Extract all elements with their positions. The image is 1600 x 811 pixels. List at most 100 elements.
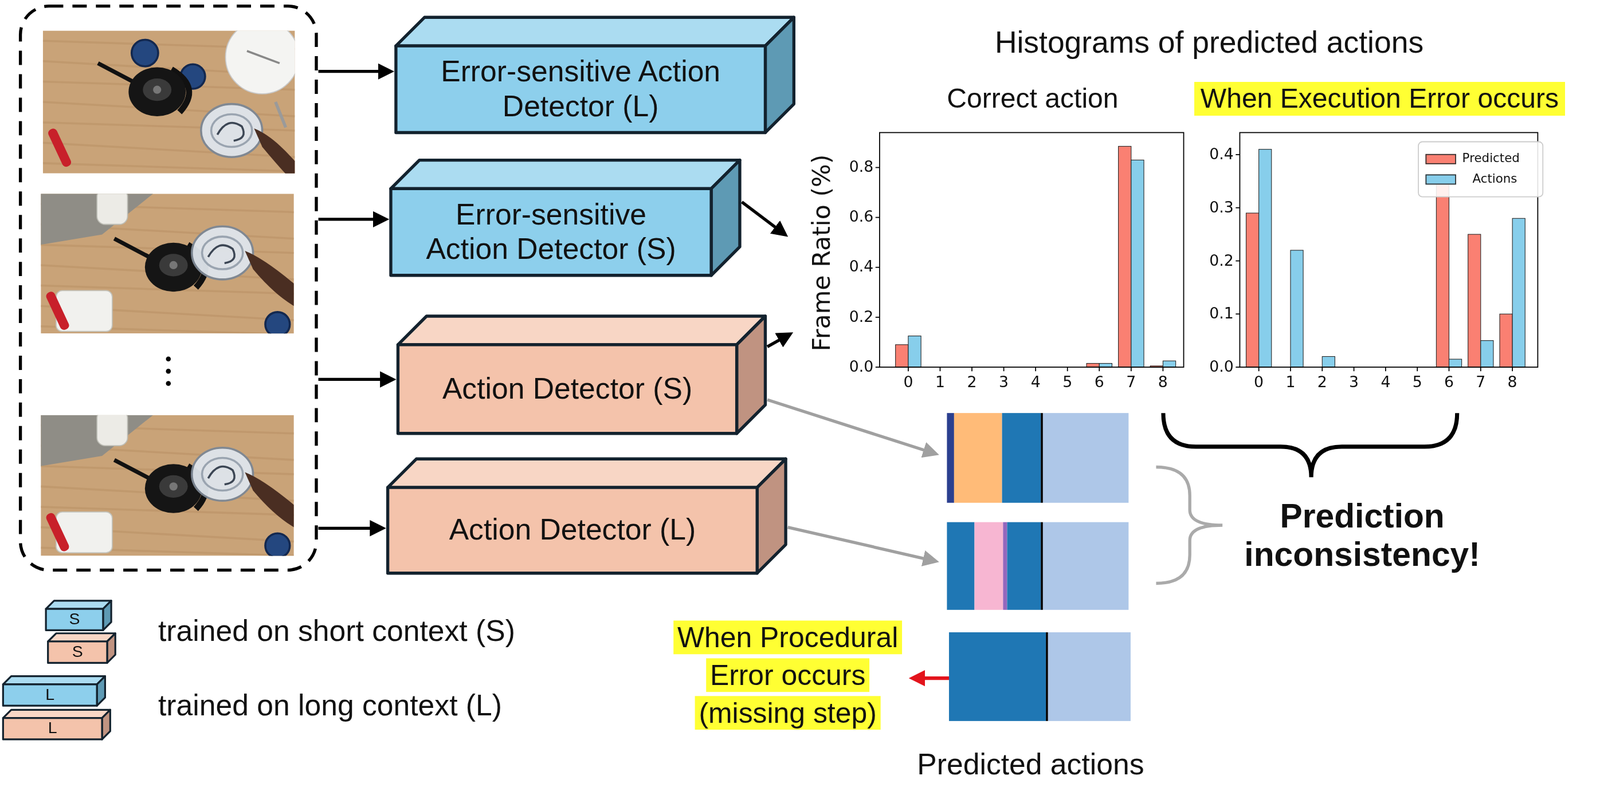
detector-box: Error-sensitive Action Detector (L) <box>395 17 794 133</box>
action-segment <box>974 522 1003 611</box>
box-label: Action Detector (L) <box>449 513 696 548</box>
detector-box: Action Detector (L) <box>387 459 786 574</box>
legend-swatch <box>1425 174 1457 185</box>
box-face: Error-sensitive Action Detector (S) <box>390 188 712 276</box>
box-face: Action Detector (L) <box>387 487 758 574</box>
action-segment <box>948 632 1046 722</box>
box-top-face <box>48 633 116 642</box>
tick-mark <box>1258 367 1260 372</box>
tick-mark <box>907 367 909 372</box>
chart-title: Histograms of predicted actions <box>994 25 1424 61</box>
tick-label: 6 <box>1094 373 1105 392</box>
tick-label: 0.4 <box>849 258 874 277</box>
tick-label: 5 <box>1412 373 1423 392</box>
boundary-line <box>1040 413 1043 504</box>
action-segment <box>954 413 1003 504</box>
action-segment <box>946 413 954 504</box>
histogram-bar <box>1449 359 1462 368</box>
box-side-face <box>102 710 111 740</box>
box-face: Action Detector (S) <box>397 344 737 434</box>
box-face: S <box>45 609 104 631</box>
tick-mark <box>1098 367 1100 372</box>
histogram <box>875 132 1184 372</box>
box-side-face <box>757 459 786 574</box>
box-face: L <box>2 684 97 707</box>
tick-label: 0 <box>903 373 913 392</box>
box-label: Error-sensitive Action Detector (L) <box>408 55 754 124</box>
ellipsis-dot <box>166 357 172 363</box>
tick-label: 4 <box>1030 373 1041 392</box>
tick-mark <box>1003 367 1005 372</box>
histogram-bar <box>1499 314 1513 368</box>
tick-label: 7 <box>1475 373 1486 392</box>
tick-label: 0.0 <box>1209 358 1234 377</box>
box-side-face <box>103 601 112 631</box>
histogram-bar <box>1480 340 1494 368</box>
tick-mark <box>1235 207 1240 209</box>
output-arrow <box>787 527 925 560</box>
tick-mark <box>939 367 941 372</box>
box-label: Error-sensitive Action Detector (S) <box>413 198 689 267</box>
boundary-line <box>1040 522 1043 611</box>
tick-label: 2 <box>967 373 978 392</box>
detector-box: Action Detector (S) <box>397 316 766 434</box>
tick-label: 8 <box>1158 373 1168 392</box>
legend-label: trained on short context (S) <box>158 614 516 649</box>
tick-mark <box>1448 367 1450 372</box>
axis-title: Frame Ratio (%) <box>808 154 837 352</box>
tick-mark <box>875 167 880 169</box>
box-top-face <box>2 676 105 685</box>
box-label: L <box>45 685 55 705</box>
tick-mark <box>1235 366 1240 368</box>
legend-swatch <box>1425 154 1457 165</box>
histogram-bar <box>1099 363 1112 368</box>
box-side-face <box>765 17 794 133</box>
tick-label: 0.0 <box>849 358 874 377</box>
video-frame <box>40 415 294 557</box>
legend-label: trained on long context (L) <box>158 688 503 723</box>
box-front-face <box>2 684 97 707</box>
tick-mark <box>1480 367 1482 372</box>
tick-label: 0.2 <box>849 308 874 327</box>
box-top-face <box>397 316 766 345</box>
box-top-face <box>45 601 112 610</box>
tick-mark <box>1130 367 1132 372</box>
tick-mark <box>1353 367 1355 372</box>
callout-note: Prediction inconsistency! <box>1234 496 1490 575</box>
input-arrow <box>318 527 372 531</box>
output-arrow <box>767 400 925 452</box>
histogram-bar <box>1512 218 1525 368</box>
tick-label: 0.2 <box>1209 252 1234 270</box>
action-segment <box>1006 522 1041 611</box>
tick-mark <box>1235 154 1240 156</box>
callout-note: When Procedural Error occurs (missing st… <box>673 621 903 731</box>
tick-mark <box>1511 367 1513 372</box>
histogram-bar <box>1246 213 1260 368</box>
segmentation-bar <box>946 522 1129 611</box>
action-segment <box>946 522 975 611</box>
tick-mark <box>875 267 880 269</box>
box-side-face <box>711 160 740 276</box>
legend-box: S <box>48 633 116 664</box>
box-top-face <box>395 17 794 46</box>
box-front-face <box>387 487 758 574</box>
box-label: L <box>48 719 58 739</box>
tick-mark <box>1385 367 1387 372</box>
boundary-line <box>1045 632 1049 722</box>
box-side-face <box>736 316 766 434</box>
tick-mark <box>1416 367 1418 372</box>
action-segment <box>1048 632 1131 722</box>
legend-frame <box>1418 142 1543 198</box>
box-front-face <box>395 45 766 133</box>
box-label: Action Detector (S) <box>442 372 693 407</box>
box-front-face <box>390 188 712 276</box>
box-side-face <box>107 633 116 664</box>
video-frame <box>40 193 294 334</box>
histogram-bar <box>1322 356 1335 368</box>
box-face: L <box>2 718 103 740</box>
histogram-bar <box>1436 178 1449 368</box>
plot-frame <box>879 132 1184 368</box>
tick-mark <box>971 367 973 372</box>
tick-mark <box>1321 367 1323 372</box>
